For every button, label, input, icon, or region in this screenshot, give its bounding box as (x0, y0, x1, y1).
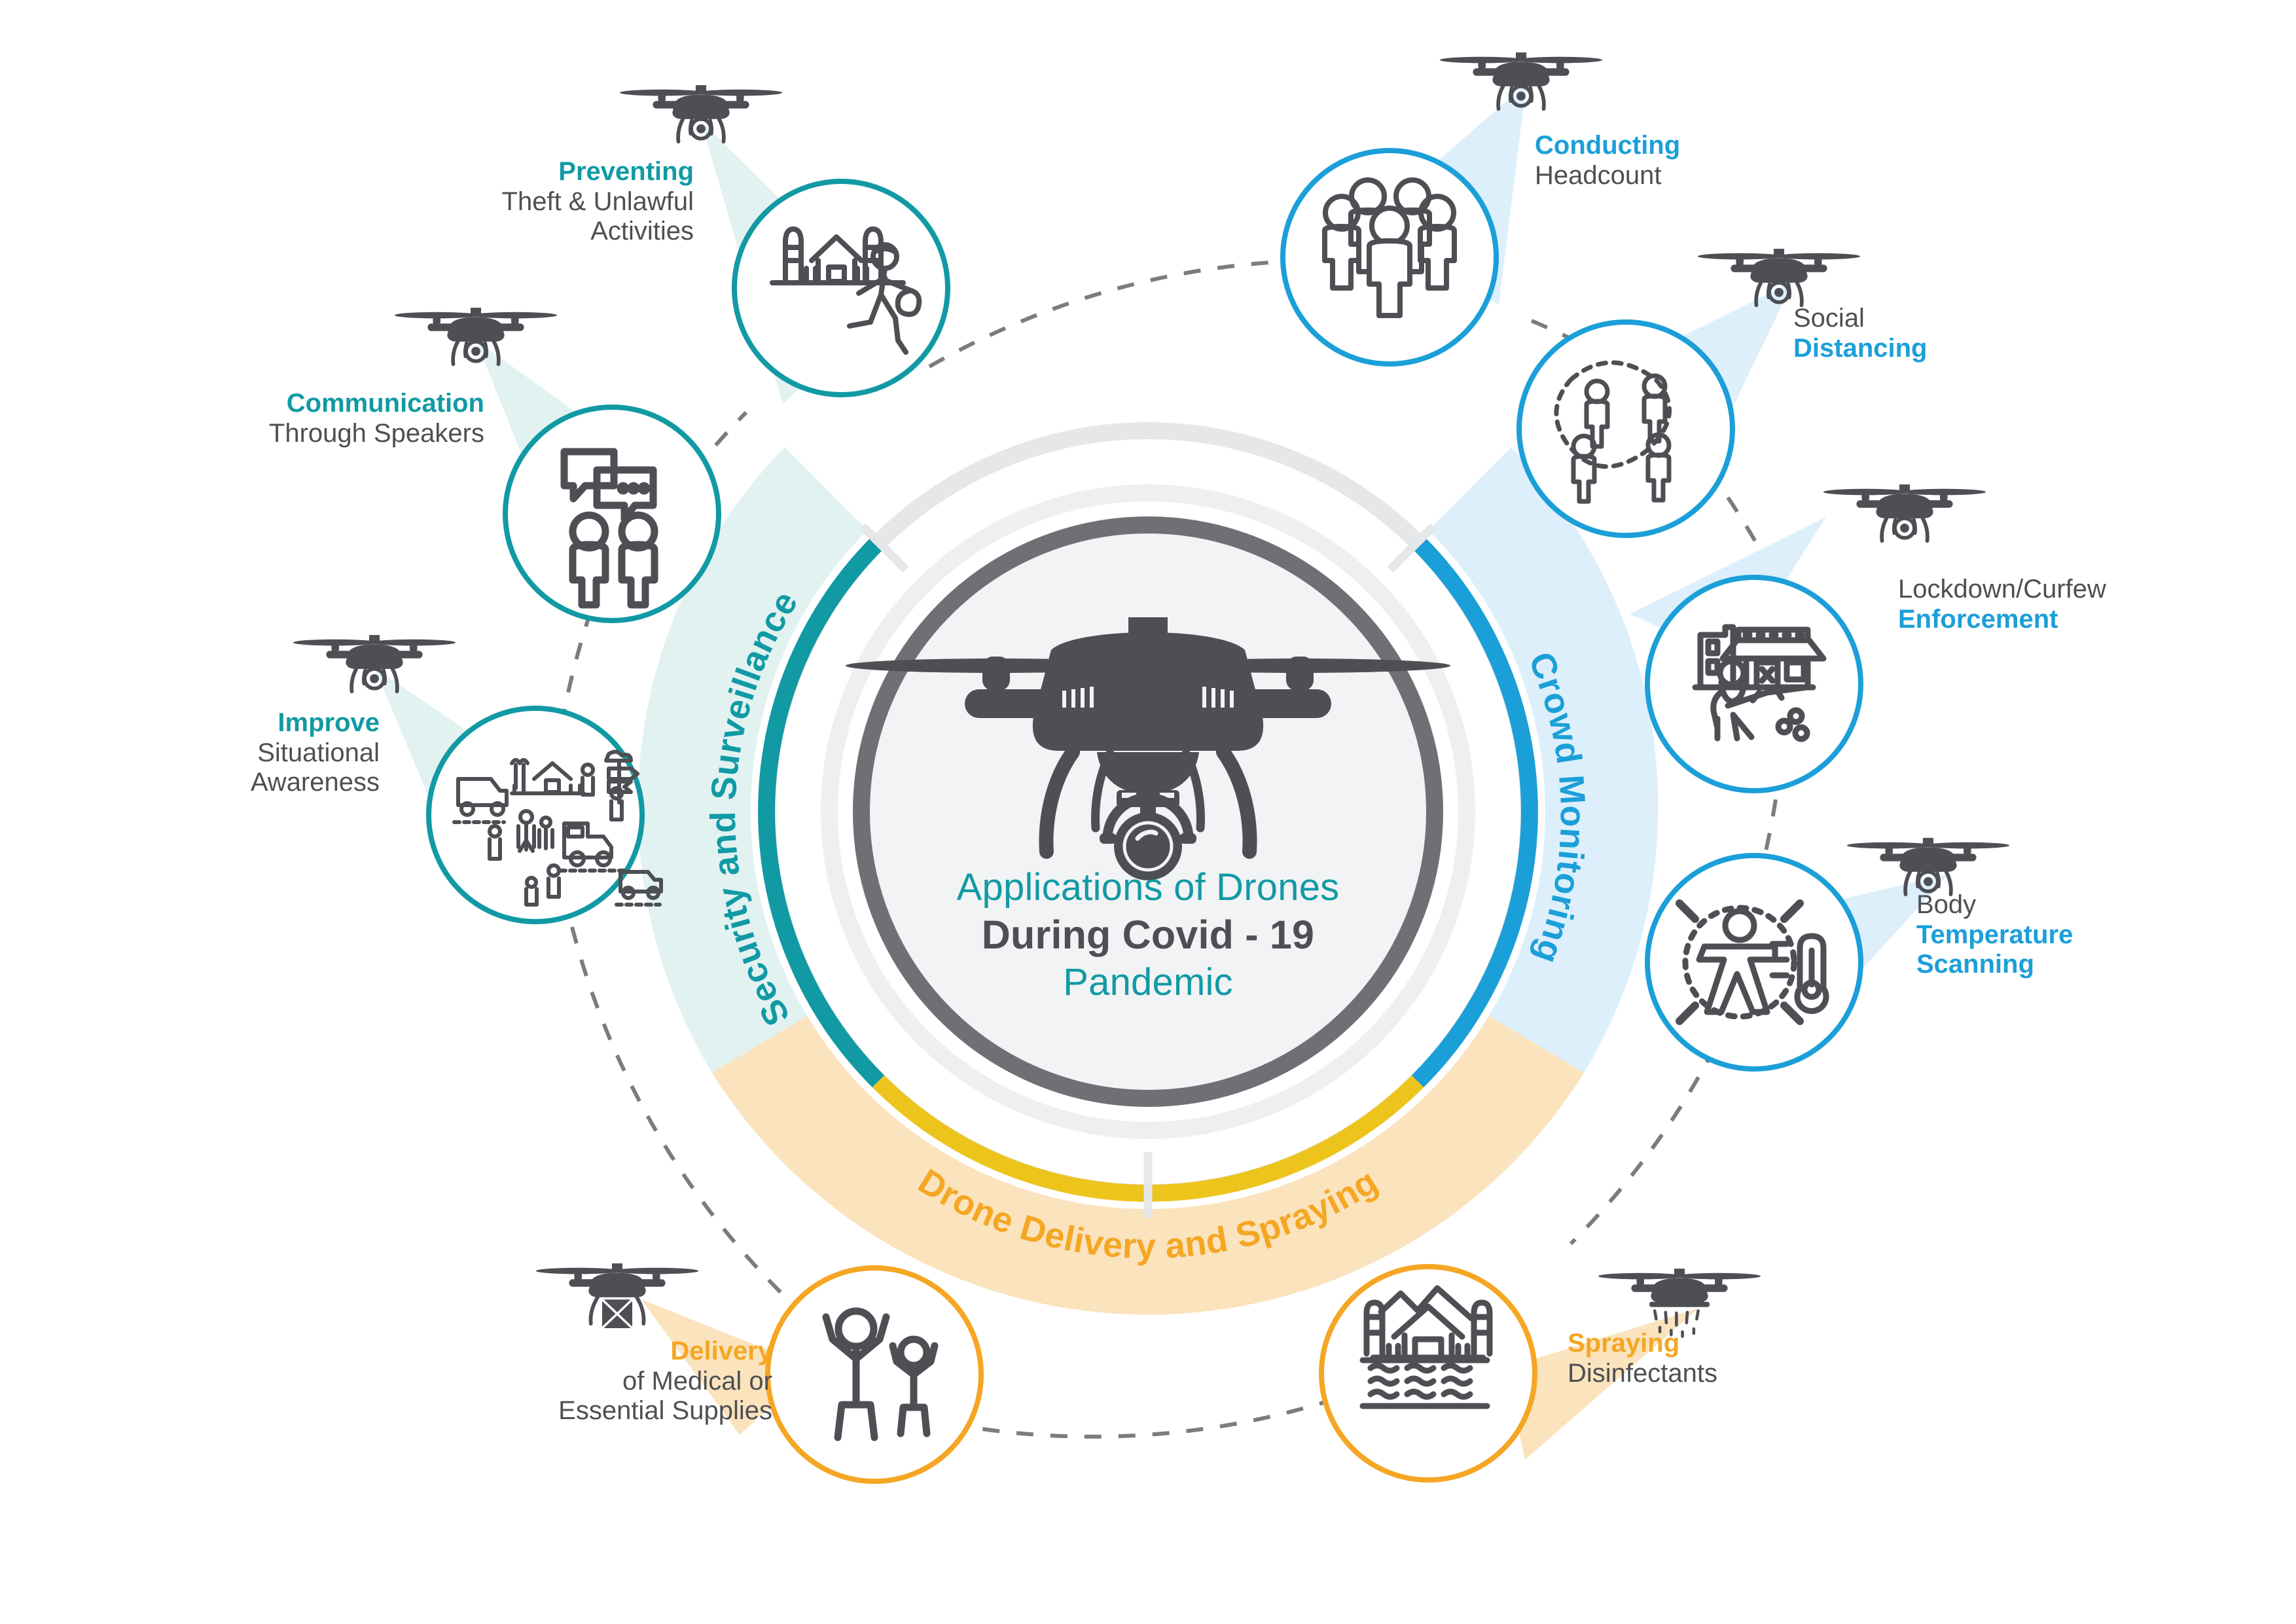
drone-body-temperature (1847, 838, 2009, 894)
label-body-sub: Body (1916, 890, 1977, 919)
node-preventing-theft[interactable] (732, 179, 950, 397)
label-spraying-sub: Disinfectants (1568, 1358, 1717, 1388)
center-title-block: Applications of Drones During Covid - 19… (821, 865, 1475, 1004)
label-distancing-highlight: Distancing (1793, 333, 1928, 363)
drone-conducting-headcount (1440, 52, 1602, 109)
label-enforcement-highlight: Enforcement (1898, 604, 2058, 634)
label-spraying-disinfectants: Spraying Disinfectants (1568, 1329, 1960, 1388)
arc-separators (859, 523, 1437, 1218)
drone-spraying-disinfectants (1598, 1269, 1761, 1338)
label-communication-sub: Through Speakers (268, 418, 484, 448)
house-field-being-sprayed-icon (1359, 1285, 1493, 1409)
center-title-line2: During Covid - 19 (981, 912, 1315, 957)
inner-guide-ring (821, 484, 1475, 1139)
label-lockdown-sub: Lockdown/Curfew (1898, 575, 2106, 604)
label-conducting-sub: Headcount (1535, 160, 1662, 190)
center-title-line1: Applications of Drones (956, 866, 1340, 909)
label-social-sub: Social (1793, 304, 1865, 333)
people-spaced-apart-icon (1554, 360, 1672, 504)
drone-communication (395, 308, 557, 364)
node-spraying-disinfectants[interactable] (1319, 1264, 1537, 1483)
drone-situational-awareness (293, 635, 456, 691)
node-delivery-supplies[interactable] (765, 1265, 984, 1484)
center-title-line3: Pandemic (1063, 961, 1233, 1003)
node-conducting-headcount[interactable] (1280, 148, 1499, 367)
arc-security-surveillance (758, 535, 885, 1088)
label-social-distancing: Social Distancing (1793, 304, 2186, 363)
label-communication-highlight: Communication (286, 389, 484, 418)
label-spraying-highlight: Spraying (1568, 1329, 1680, 1358)
node-situational-awareness[interactable] (426, 706, 663, 924)
drone-preventing-theft (620, 85, 782, 141)
node-social-distancing[interactable] (1516, 319, 1735, 538)
two-people-speech-bubbles-icon (560, 448, 658, 609)
label-communication-speakers: Communication Through Speakers (118, 389, 484, 448)
node-lockdown-enforcement[interactable] (1645, 575, 1863, 793)
label-lockdown-enforcement: Lockdown/Curfew Enforcement (1898, 575, 2296, 634)
label-delivery-highlight: Delivery (670, 1337, 772, 1365)
body-scan-thermometer-icon (1676, 899, 1829, 1025)
label-conducting-highlight: Conducting (1535, 131, 1681, 160)
thief-running-with-money-bag-house-icon (770, 226, 922, 355)
drone-lockdown-enforcement (1823, 484, 1986, 541)
node-communication-speakers[interactable] (503, 405, 721, 623)
label-preventing-theft-highlight: Preventing (558, 157, 694, 186)
label-improve-highlight: Improve (278, 708, 380, 737)
crowd-of-people-icon (1322, 177, 1457, 318)
soldier-guarding-closed-shops-icon (1692, 624, 1827, 742)
arc-crowd-monitoring (1411, 535, 1538, 1088)
node-body-temperature-scanning[interactable] (1645, 853, 1863, 1072)
label-conducting-headcount: Conducting Headcount (1535, 131, 1928, 190)
people-receiving-package-icon (822, 1307, 939, 1441)
drone-social-distancing (1698, 249, 1860, 305)
street-scene-people-vehicles-icon (452, 749, 663, 907)
